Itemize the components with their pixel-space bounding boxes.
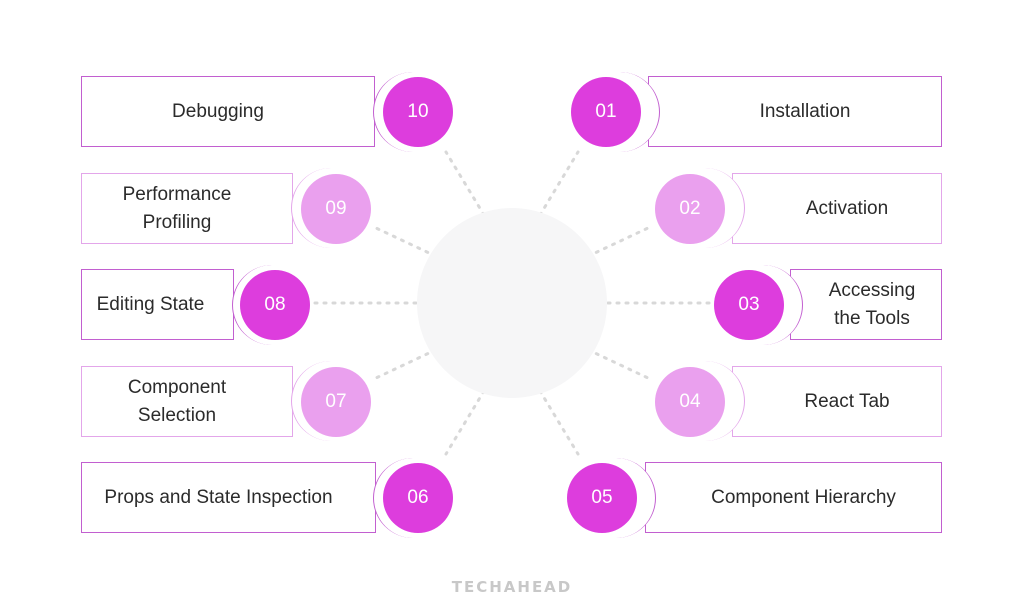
step-label: Activation: [805, 197, 889, 219]
step-number-04: 04: [655, 367, 725, 437]
step-label: Installation: [759, 100, 851, 122]
connector-09: [374, 226, 446, 262]
step-box-05: Component Hierarchy: [645, 462, 942, 533]
step-label: Editing State: [96, 293, 205, 315]
step-number-08: 08: [240, 270, 310, 340]
step-box-07: Component Selection: [81, 366, 293, 437]
step-number-05: 05: [567, 463, 637, 533]
step-number-02: 02: [655, 174, 725, 244]
step-number-07: 07: [301, 367, 371, 437]
step-box-06: Props and State Inspection: [81, 462, 376, 533]
connector-07: [374, 344, 446, 380]
connector-05: [538, 389, 580, 456]
connector-10: [444, 150, 486, 217]
center-hub: [417, 208, 607, 398]
step-label: Component Hierarchy: [711, 486, 896, 508]
step-box-02: Activation: [732, 173, 942, 244]
step-label: Debugging: [172, 100, 264, 122]
connector-04: [578, 344, 650, 380]
brand-logo: TECHAHEAD: [451, 578, 573, 596]
step-number-09: 09: [301, 174, 371, 244]
step-number-01: 01: [571, 77, 641, 147]
step-label: Props and State Inspection: [104, 486, 333, 508]
connector-01: [538, 150, 580, 217]
step-box-04: React Tab: [732, 366, 942, 437]
step-label: Performance Profiling: [122, 183, 232, 233]
step-label: React Tab: [804, 390, 890, 412]
step-box-08: Editing State: [81, 269, 234, 340]
step-number-03: 03: [714, 270, 784, 340]
step-number-06: 06: [383, 463, 453, 533]
connector-02: [578, 226, 650, 262]
step-box-03: Accessing the Tools: [790, 269, 942, 340]
step-box-01: Installation: [648, 76, 942, 147]
step-label: Component Selection: [127, 376, 227, 426]
step-box-09: Performance Profiling: [81, 173, 293, 244]
connector-06: [444, 389, 486, 456]
step-label: Accessing the Tools: [828, 279, 916, 329]
step-number-10: 10: [383, 77, 453, 147]
step-box-10: Debugging: [81, 76, 375, 147]
